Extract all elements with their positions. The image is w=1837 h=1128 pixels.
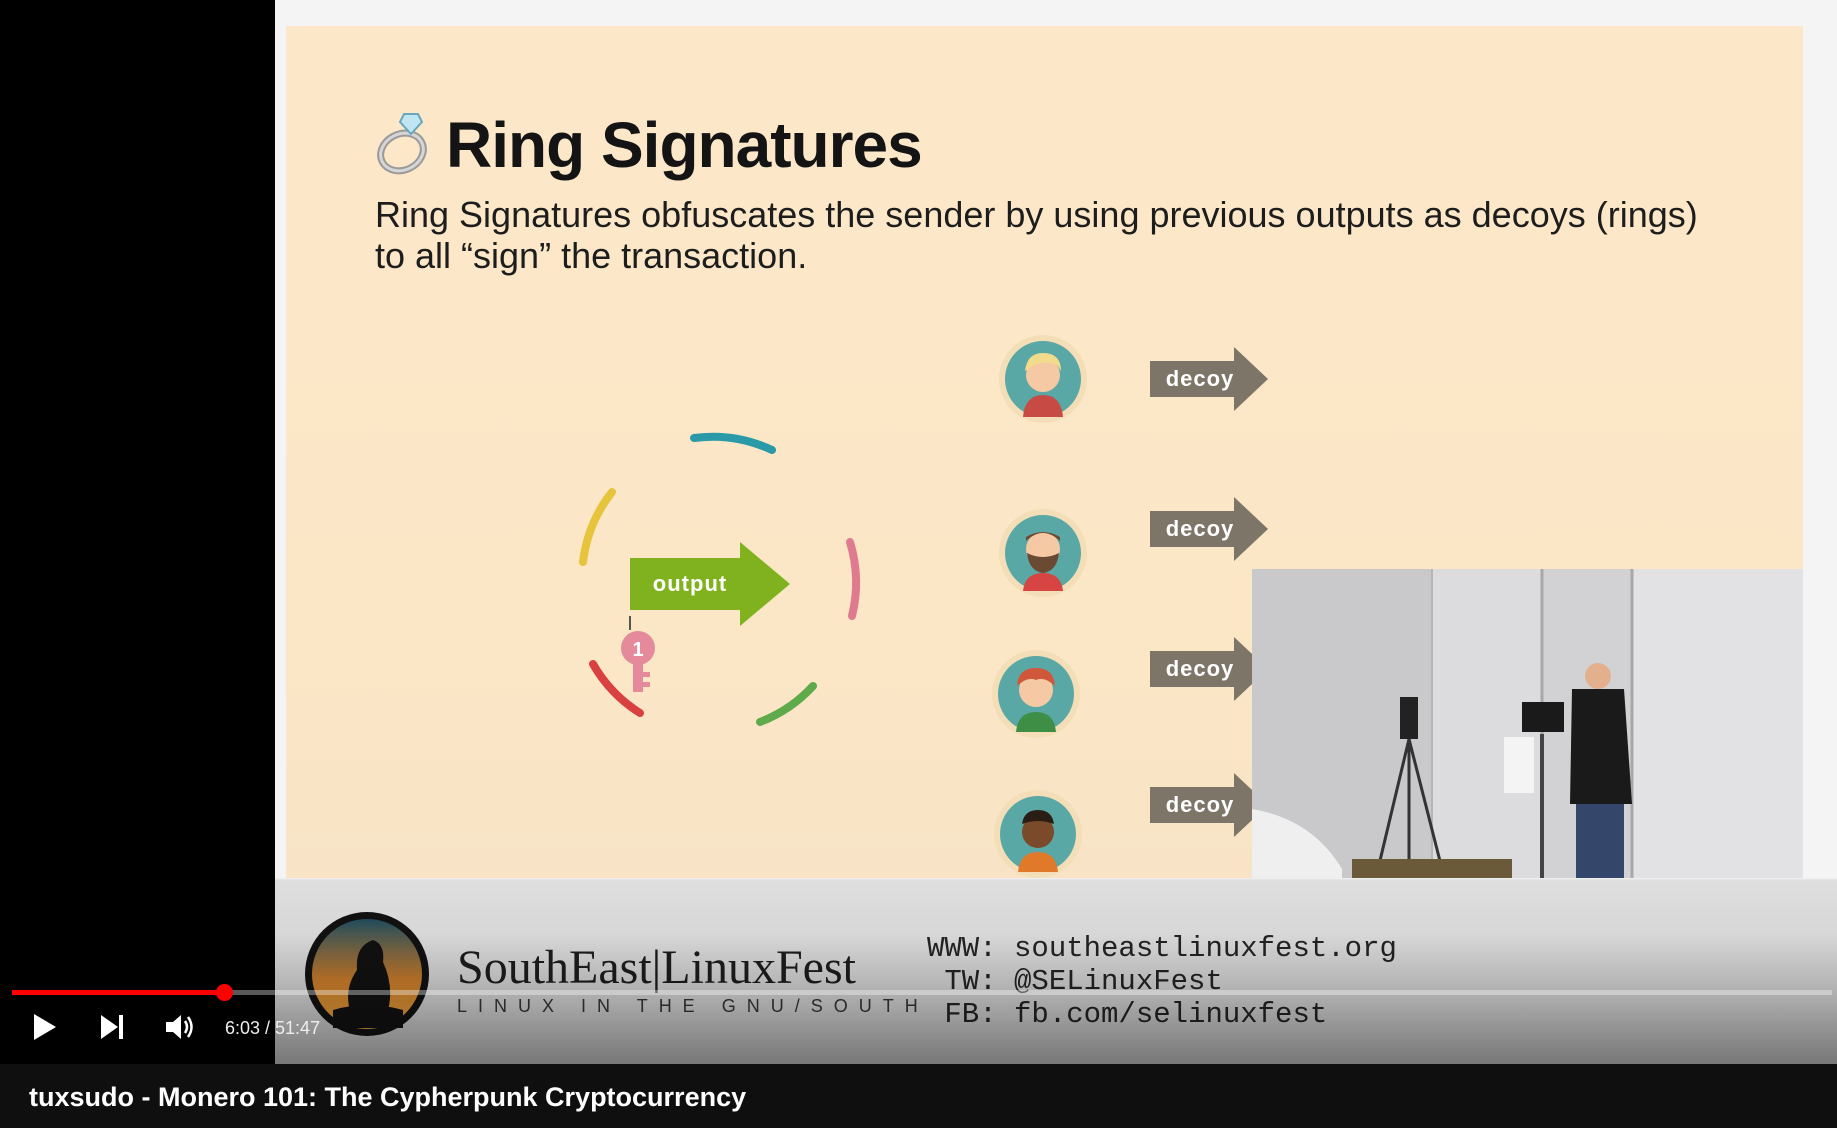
ring-arc-green (756, 682, 817, 726)
svg-text:1: 1 (632, 639, 643, 661)
output-label: output (652, 571, 728, 596)
progress-bar[interactable] (12, 984, 1832, 1001)
avatar-blonde (999, 335, 1087, 423)
next-button[interactable] (92, 1009, 132, 1049)
play-icon (30, 1012, 58, 1047)
volume-button[interactable] (160, 1009, 200, 1049)
video-frame[interactable]: Ring Signatures Ring Signatures obfuscat… (275, 0, 1837, 1064)
avatar-curly (994, 790, 1082, 878)
decoy-arrow-2: decoy (1150, 497, 1268, 561)
video-player[interactable]: Ring Signatures Ring Signatures obfuscat… (0, 0, 1837, 1064)
contact-info: WWW: southeastlinuxfest.org TW: @SELinux… (927, 932, 1397, 1031)
conference-banner: SouthEast|LinuxFest LINUX IN THE GNU/SOU… (275, 880, 1837, 1064)
video-title-bar: tuxsudo - Monero 101: The Cypherpunk Cry… (0, 1064, 1837, 1128)
speaker-camera-inset (1252, 569, 1803, 878)
ring-arc-teal (690, 432, 776, 454)
decoy-label-2: decoy (1165, 516, 1235, 541)
brand-tagline: LINUX IN THE GNU/SOUTH (457, 996, 929, 1016)
slide-title: Ring Signatures (374, 100, 923, 190)
decoy-label-3: decoy (1165, 656, 1235, 681)
ring-icon (374, 110, 434, 181)
decoy-arrow-1: decoy (1150, 347, 1268, 411)
progress-scrubber[interactable] (216, 984, 234, 1001)
ring-arc-pink (846, 538, 860, 620)
ring-diagram (579, 432, 860, 726)
output-arrow: output (630, 542, 790, 626)
time-display: 6:03 / 51:47 (225, 1018, 321, 1038)
slide-body-text: Ring Signatures obfuscates the sender by… (375, 194, 1698, 276)
penguin-logo-icon (303, 910, 431, 1043)
ring-arc-red (589, 660, 644, 717)
video-title[interactable]: tuxsudo - Monero 101: The Cypherpunk Cry… (29, 1082, 747, 1112)
play-button[interactable] (24, 1009, 64, 1049)
next-icon (97, 1012, 127, 1047)
slide-heading: Ring Signatures (446, 109, 923, 181)
presentation-slide: Ring Signatures Ring Signatures obfuscat… (286, 26, 1803, 878)
progress-played (12, 990, 225, 995)
ring-arc-yellow (579, 488, 616, 566)
avatar-bearded (999, 509, 1087, 597)
decoy-label-1: decoy (1165, 366, 1235, 391)
key-icon: 1 (619, 616, 657, 701)
avatar-redhead (992, 650, 1080, 738)
volume-icon (164, 1012, 196, 1047)
decoy-label-4: decoy (1165, 792, 1235, 817)
brand-name: SouthEast|LinuxFest (457, 941, 856, 994)
decoy-arrow-3: decoy (1150, 637, 1268, 701)
decoy-arrow-4: decoy (1150, 773, 1268, 837)
